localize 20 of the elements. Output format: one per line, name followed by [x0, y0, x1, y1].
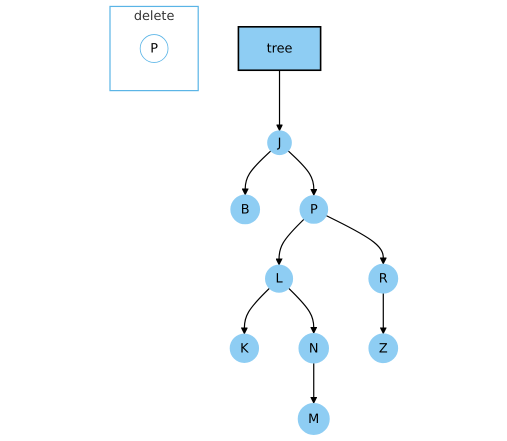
- arrow: [276, 70, 283, 132]
- node-circle: R: [368, 264, 398, 294]
- node-circle: L: [264, 264, 293, 293]
- arrow: [287, 150, 317, 196]
- node-circle: N: [298, 332, 329, 364]
- node-circle: M: [297, 402, 330, 435]
- arrow: [275, 218, 304, 266]
- arrow: [326, 215, 386, 264]
- arrow: [240, 288, 270, 334]
- arrow: [288, 288, 317, 334]
- node-circle: B: [230, 194, 260, 224]
- node-circle: K: [229, 334, 259, 363]
- node-circle: P: [139, 34, 168, 63]
- arrow: [310, 363, 317, 404]
- node-circle: J: [266, 130, 292, 156]
- node-circle: Z: [368, 333, 398, 364]
- arrow: [241, 150, 271, 196]
- node-box: tree: [237, 26, 321, 72]
- arrow: [379, 293, 386, 334]
- node-circle: P: [299, 195, 328, 224]
